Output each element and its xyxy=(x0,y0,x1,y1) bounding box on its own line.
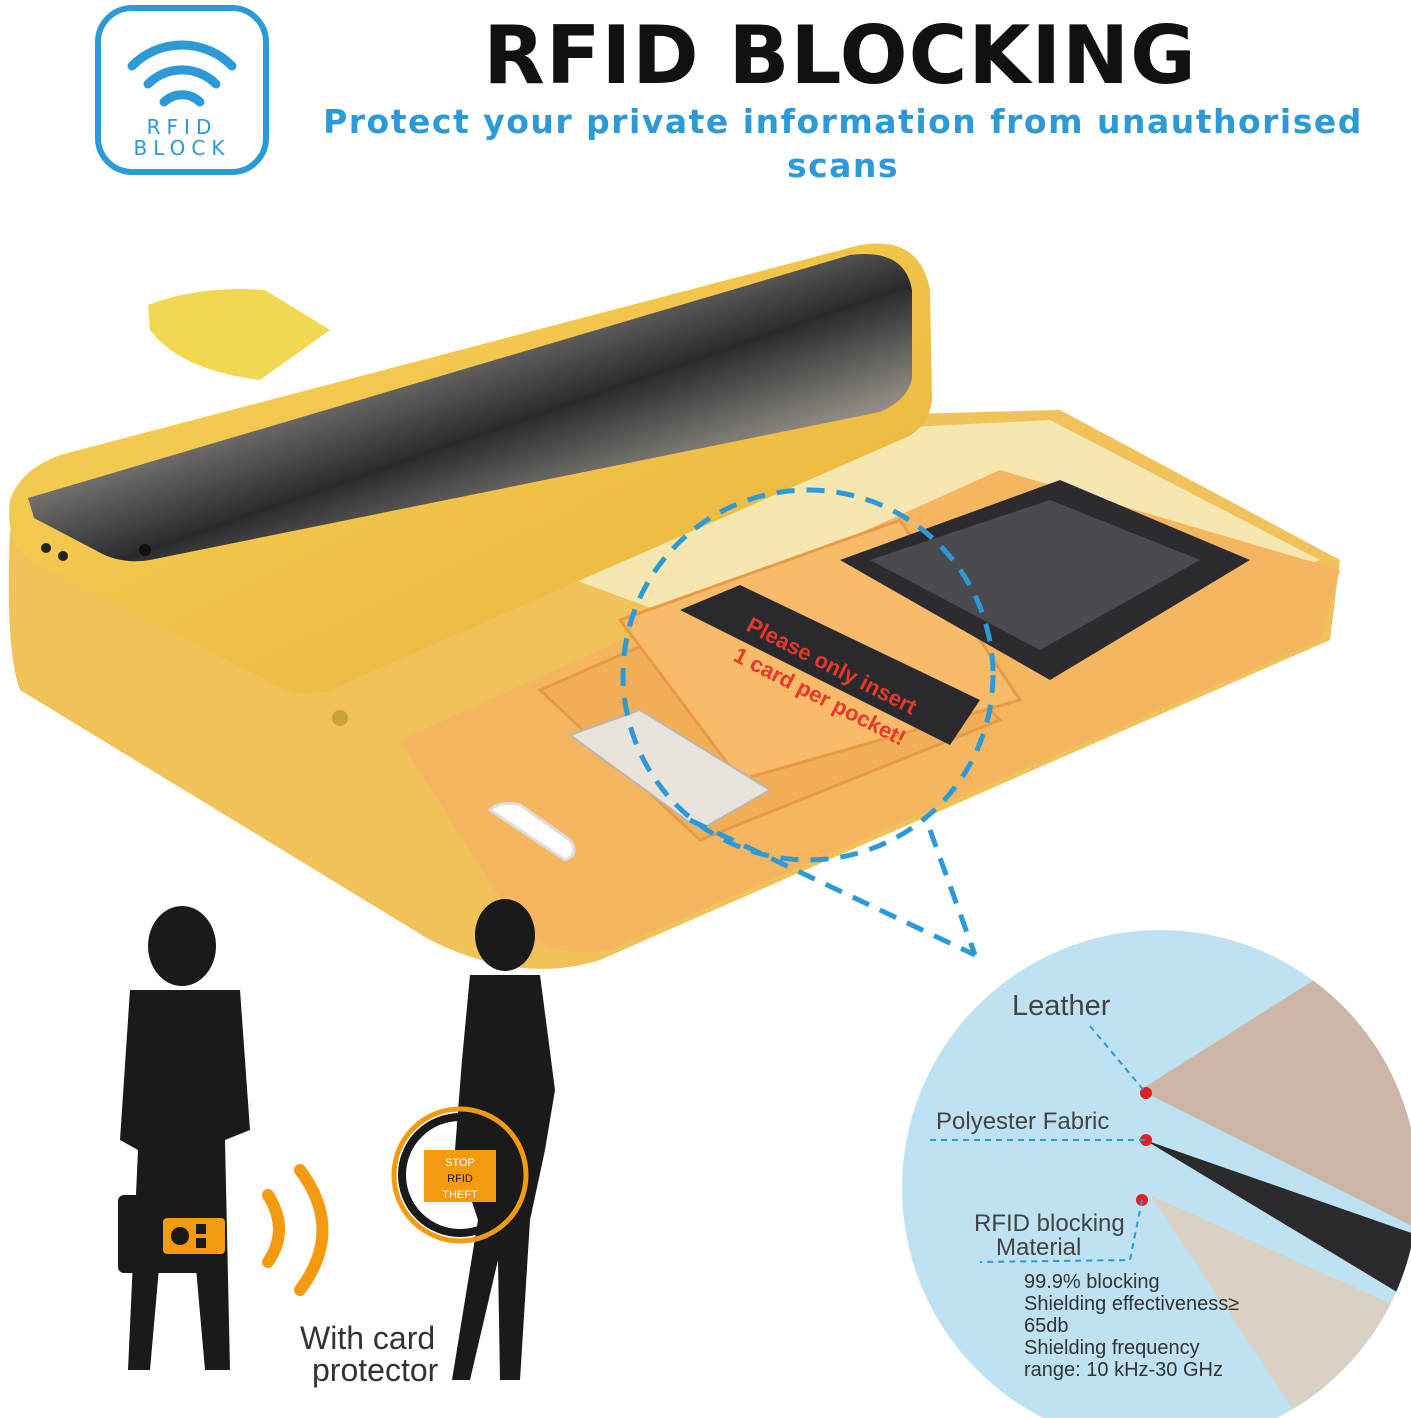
callout-line xyxy=(688,817,977,958)
man-silhouette xyxy=(120,906,250,1370)
badge-line2: RFID xyxy=(447,1173,473,1185)
stop-rfid-badge xyxy=(424,1150,496,1202)
rfid-block-logo: RFID BLOCK xyxy=(95,5,269,175)
wallet-strap xyxy=(148,289,330,380)
spec-line: Shielding frequency xyxy=(1024,1337,1200,1359)
speaker-dot xyxy=(58,551,68,561)
caption-line1: With card xyxy=(300,1320,436,1356)
label-leather: Leather xyxy=(1012,990,1111,1022)
stop-rfid-badge-ring xyxy=(391,1106,529,1244)
spec-line: 99.9% blocking xyxy=(1024,1271,1160,1293)
speaker-dot xyxy=(41,543,51,553)
logo-text-rfid: RFID xyxy=(147,115,218,139)
phone-screen xyxy=(28,254,912,562)
spec-line: range: 10 kHz-30 GHz xyxy=(1024,1359,1223,1381)
spec-line: Shielding effectiveness≥ xyxy=(1024,1293,1240,1315)
label-polyester-fabric: Polyester Fabric xyxy=(936,1108,1110,1135)
callout-line xyxy=(927,829,978,956)
page-title: RFID BLOCKING xyxy=(483,9,1197,102)
page-subtitle: Protect your private information from un… xyxy=(323,102,1363,185)
highlight-circle xyxy=(620,487,996,863)
label-rfid-material: Material xyxy=(996,1234,1082,1261)
caption-line2: protector xyxy=(312,1352,439,1388)
rivet xyxy=(332,710,348,726)
badge-line1: STOP xyxy=(445,1157,475,1169)
id-window-card-text xyxy=(870,500,1200,650)
polyester-layer xyxy=(1145,1140,1411,1330)
warning-card xyxy=(680,585,980,745)
label-rfid-blocking: RFID blocking xyxy=(974,1210,1125,1237)
badge-line3: THEFT xyxy=(442,1189,478,1201)
front-camera xyxy=(139,544,151,556)
woman-silhouette xyxy=(452,899,555,1380)
magnet-slot xyxy=(487,801,576,862)
cash-notes xyxy=(567,708,772,832)
logo-text-block: BLOCK xyxy=(134,136,231,160)
wifi-icon xyxy=(127,40,237,107)
signal-waves-icon xyxy=(262,1164,329,1296)
spec-line: 65db xyxy=(1024,1315,1069,1337)
card-protector-icon xyxy=(163,1218,225,1254)
